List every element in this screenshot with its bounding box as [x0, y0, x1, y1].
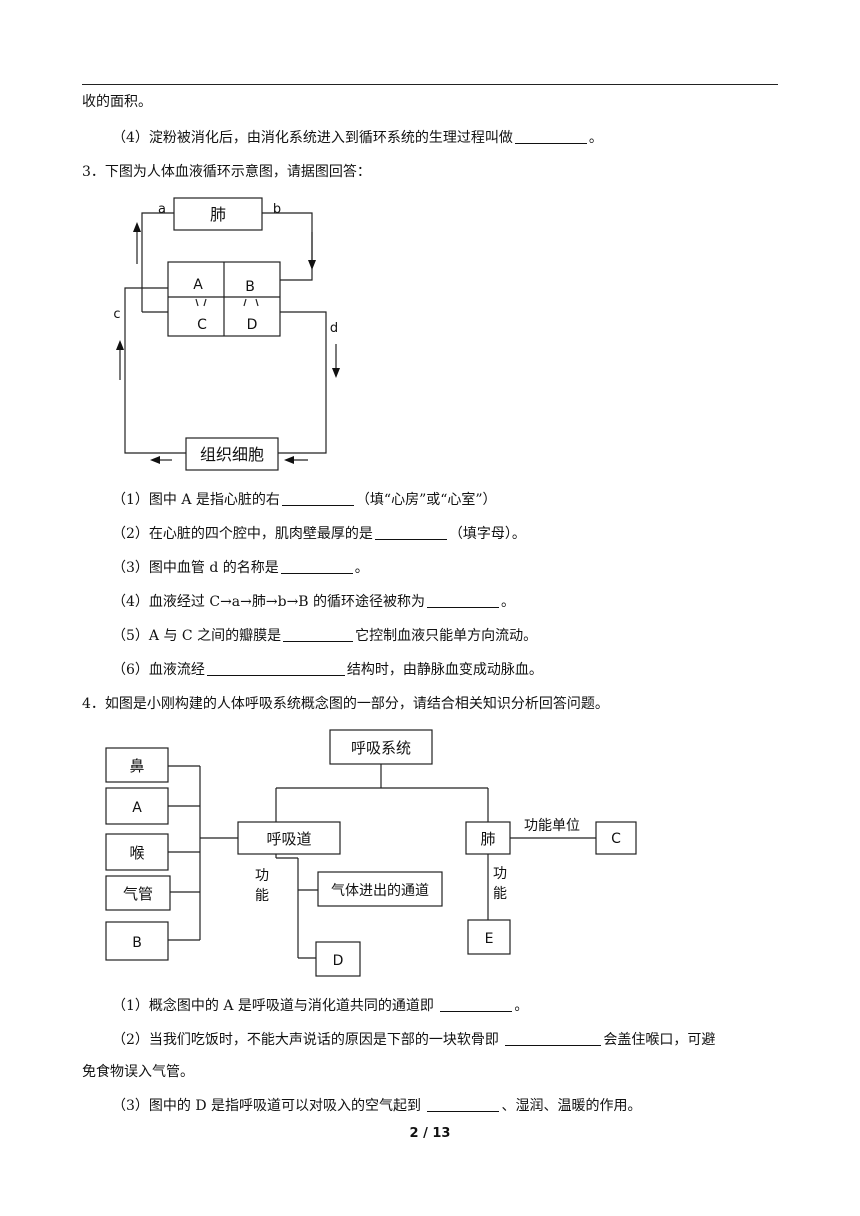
- chamber-A: A: [193, 277, 203, 293]
- answer-blank[interactable]: [440, 997, 513, 1012]
- answer-blank[interactable]: [283, 627, 354, 642]
- answer-blank[interactable]: [427, 1097, 500, 1112]
- page-number: 2: [409, 1126, 419, 1141]
- unit-C-label: C: [611, 831, 621, 847]
- part-nose: 鼻: [129, 757, 144, 775]
- func-right-2: 能: [493, 886, 507, 902]
- chamber-D: D: [247, 317, 258, 333]
- func-unit-label: 功能单位: [524, 818, 580, 834]
- passage-box: [317, 871, 443, 907]
- question-4-2: （2）当我们吃饭时，不能大声说话的原因是下部的一块软骨即 会盖住喉口，可避: [112, 1031, 716, 1048]
- answer-blank[interactable]: [281, 491, 354, 506]
- page-total: 13: [432, 1126, 451, 1141]
- lung-label: 肺: [480, 830, 495, 848]
- part-B-box: [105, 921, 169, 961]
- question-3-3: （3）图中血管 d 的名称是。: [112, 559, 369, 576]
- valve-marks: [195, 298, 259, 307]
- D-label: D: [333, 953, 344, 969]
- E-box: [467, 919, 511, 955]
- func-left-1: 功: [255, 868, 269, 884]
- q2-4-text: （4）淀粉被消化后，由消化系统进入到循环系统的生理过程叫做: [112, 130, 513, 146]
- vessel-d-label: d: [330, 321, 338, 336]
- question-3-stem: 3．下图为人体血液循环示意图，请据图回答：: [82, 164, 371, 180]
- D-box: [315, 941, 361, 977]
- part-larynx-box: [105, 833, 169, 871]
- tissue-label: 组织细胞: [200, 445, 264, 464]
- part-B: B: [132, 935, 142, 951]
- question-3-4: （4）血液经过 C→a→肺→b→B 的循环途径被称为。: [112, 593, 516, 610]
- question-3-5: （5）A 与 C 之间的瓣膜是它控制血液只能单方向流动。: [112, 627, 538, 644]
- passage-label: 气体进出的通道: [331, 883, 429, 899]
- vessel-a-label: a: [158, 202, 166, 217]
- page-footer: 2 / 13: [0, 1126, 860, 1141]
- answer-blank[interactable]: [374, 525, 447, 540]
- chamber-B: B: [245, 279, 255, 295]
- question-2-4: （4）淀粉被消化后，由消化系统进入到循环系统的生理过程叫做 。: [112, 128, 603, 148]
- func-right-1: 功: [493, 866, 507, 882]
- lung-box: [173, 197, 263, 231]
- page-separator: /: [418, 1126, 433, 1141]
- part-A-box: [105, 787, 169, 825]
- part-trachea-box: [105, 875, 171, 911]
- continuation-text: 收的面积。: [82, 94, 152, 110]
- chamber-C: C: [197, 317, 207, 333]
- answer-blank[interactable]: [514, 129, 587, 144]
- airway-label: 呼吸道: [266, 830, 311, 848]
- unit-C-box: [595, 821, 637, 855]
- q2-4-tail: 。: [588, 130, 603, 146]
- part-trachea: 气管: [123, 885, 153, 903]
- question-4-2-cont: 免食物误入气管。: [82, 1064, 194, 1080]
- E-label: E: [485, 931, 494, 947]
- question-4-3: （3）图中的 D 是指呼吸道可以对吸入的空气起到 、湿润、温暖的作用。: [112, 1097, 642, 1114]
- root-label: 呼吸系统: [351, 739, 411, 757]
- answer-blank[interactable]: [505, 1031, 602, 1046]
- lung-label: 肺: [210, 205, 226, 224]
- header-rule: [82, 84, 778, 85]
- question-4-stem: 4．如图是小刚构建的人体呼吸系统概念图的一部分，请结合相关知识分析回答问题。: [82, 696, 609, 712]
- tissue-box: [185, 437, 279, 471]
- part-larynx: 喉: [129, 844, 144, 862]
- question-3-2: （2）在心脏的四个腔中，肌肉壁最厚的是（填字母）。: [112, 525, 526, 542]
- answer-blank[interactable]: [206, 661, 345, 676]
- question-3-6: （6）血液流经结构时，由静脉血变成动脉血。: [112, 661, 543, 678]
- answer-blank[interactable]: [427, 593, 500, 608]
- answer-blank[interactable]: [280, 559, 353, 574]
- vessel-b-label: b: [273, 202, 281, 217]
- vessel-c-label: c: [113, 307, 120, 322]
- part-A: A: [132, 800, 142, 816]
- part-nose-box: [105, 747, 169, 783]
- func-left-2: 能: [255, 888, 269, 904]
- question-3-1: （1）图中 A 是指心脏的右（填“心房”或“心室”）: [112, 491, 497, 508]
- question-4-1: （1）概念图中的 A 是呼吸道与消化道共同的通道即 。: [112, 997, 529, 1014]
